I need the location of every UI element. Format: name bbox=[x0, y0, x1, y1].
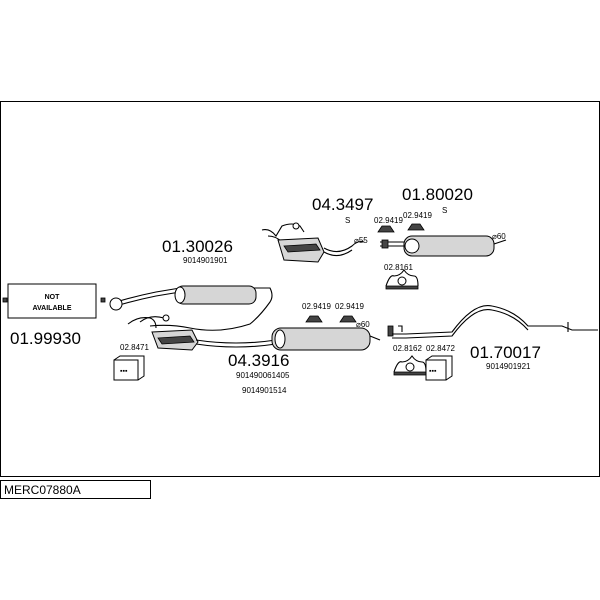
front-pipe-04-3497[interactable] bbox=[261, 222, 365, 263]
svg-text:02.9419: 02.9419 bbox=[403, 211, 432, 220]
part-code-01-70017: 01.70017 bbox=[470, 343, 541, 362]
rear-silencer-01-80020[interactable] bbox=[380, 235, 507, 257]
diameter-60-top: ⌀60 bbox=[492, 232, 506, 241]
not-available-part[interactable]: NOT AVAILABLE bbox=[2, 283, 106, 319]
part-ref-01-30026: 9014901901 bbox=[183, 256, 228, 265]
svg-text:02.8162: 02.8162 bbox=[393, 344, 422, 353]
diameter-55: ⌀55 bbox=[354, 236, 368, 245]
part-code-01-30026: 01.30026 bbox=[162, 237, 233, 256]
part-suffix-01-80020: S bbox=[442, 206, 447, 215]
front-pipe-04-3916[interactable] bbox=[127, 314, 277, 351]
not-available-line1: NOT bbox=[45, 294, 61, 301]
svg-text:02.9419: 02.9419 bbox=[302, 302, 331, 311]
diameter-60-mid: ⌀60 bbox=[356, 320, 370, 329]
mounting-kit-02-8472[interactable]: 02.8472 ▪▪▪ bbox=[425, 344, 455, 381]
part-ref-01-70017: 9014901921 bbox=[486, 362, 531, 371]
title-box bbox=[0, 480, 151, 499]
part-ref2-04-3916: 9014901514 bbox=[242, 386, 287, 395]
mounting-kit-02-8471[interactable]: 02.8471 ▪▪▪ bbox=[113, 343, 149, 381]
part-code-04-3916: 04.3916 bbox=[228, 351, 289, 370]
middle-pipe-01-30026[interactable] bbox=[109, 285, 273, 331]
tail-pipe-01-70017[interactable] bbox=[387, 304, 598, 339]
svg-text:▪▪▪: ▪▪▪ bbox=[120, 368, 128, 375]
hanger-02-8161[interactable]: 02.8161 bbox=[384, 263, 419, 290]
svg-text:02.9419: 02.9419 bbox=[374, 216, 403, 225]
hanger-02-8162[interactable]: 02.8162 bbox=[393, 344, 427, 376]
part-suffix-04-3497: S bbox=[345, 216, 350, 225]
clamp-02-9419-a[interactable]: 02.9419 bbox=[374, 216, 403, 233]
clamp-02-9419-d[interactable]: 02.9419 bbox=[335, 302, 364, 323]
part-code-04-3497: 04.3497 bbox=[312, 195, 373, 214]
part-code-01-80020: 01.80020 bbox=[402, 185, 473, 204]
front-silencer-04-3916[interactable] bbox=[271, 327, 381, 351]
svg-text:02.8471: 02.8471 bbox=[120, 343, 149, 352]
connector-left bbox=[2, 297, 8, 303]
part-ref1-04-3916: 901490061405 bbox=[236, 371, 290, 380]
svg-text:02.8472: 02.8472 bbox=[426, 344, 455, 353]
svg-text:02.8161: 02.8161 bbox=[384, 263, 413, 272]
svg-text:02.9419: 02.9419 bbox=[335, 302, 364, 311]
svg-text:▪▪▪: ▪▪▪ bbox=[429, 368, 437, 375]
not-available-line2: AVAILABLE bbox=[32, 305, 71, 312]
clamp-02-9419-b[interactable]: 02.9419 bbox=[403, 211, 432, 231]
clamp-02-9419-c[interactable]: 02.9419 bbox=[302, 302, 331, 323]
model-code: MERC07880A bbox=[4, 483, 81, 497]
not-available-code: 01.99930 bbox=[10, 329, 81, 348]
connector-right bbox=[100, 297, 106, 303]
not-available-box bbox=[7, 283, 97, 319]
